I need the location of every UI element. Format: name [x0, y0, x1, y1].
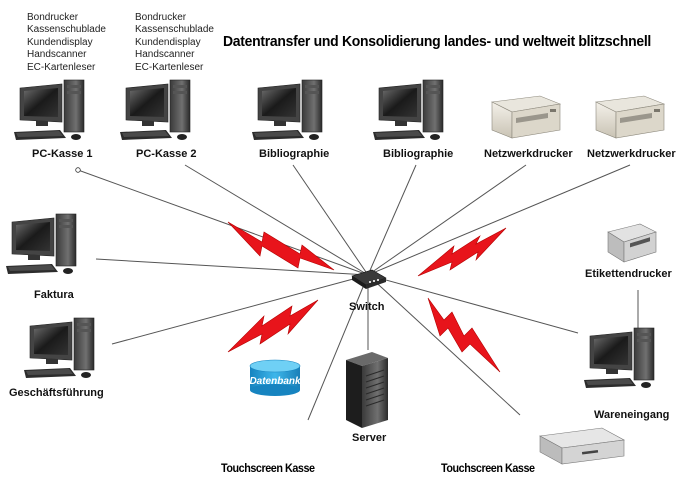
pc-kasse-1-icon — [13, 79, 85, 141]
diagram-title: Datentransfer und Konsolidierung landes-… — [223, 33, 652, 50]
peripherals-list-2: Bondrucker Kassenschublade Kundendisplay… — [135, 12, 214, 74]
peripheral-item: Bondrucker — [135, 12, 187, 23]
server-label: Server — [352, 432, 387, 444]
bibliographie-1-icon — [251, 79, 323, 141]
peripheral-item: Kassenschublade — [27, 24, 106, 36]
network-printer-1-label: Netzwerkdrucker — [484, 148, 573, 160]
peripheral-item: Bondrucker — [27, 12, 79, 23]
wareneingang-label: Wareneingang — [594, 409, 670, 421]
label-printer-icon — [607, 223, 657, 263]
switch-label: Switch — [349, 301, 385, 313]
server-icon — [346, 352, 388, 428]
touchscreen-kasse-1-label: Touchscreen Kasse — [221, 461, 315, 475]
network-printer-1-icon — [491, 95, 561, 139]
bibliographie-2-icon — [372, 79, 444, 141]
bibliographie-2-label: Bibliographie — [383, 148, 454, 160]
geschaeftsfuehrung-pc-icon — [23, 317, 95, 379]
faktura-label: Faktura — [34, 289, 74, 301]
database-label: Datenbank — [249, 376, 301, 387]
lightning-bolts — [227, 221, 507, 373]
peripheral-item: Kundendisplay — [27, 36, 93, 48]
cash-drawer-icon — [539, 427, 625, 465]
lightning-bolt-1 — [227, 221, 335, 271]
pc-kasse-2-icon — [119, 79, 191, 141]
faktura-pc-icon — [5, 213, 77, 275]
connection-endpoint — [75, 167, 81, 173]
network-printer-2-icon — [595, 95, 665, 139]
bibliographie-1-label: Bibliographie — [259, 148, 330, 160]
peripheral-item: EC-Kartenleser — [135, 61, 204, 73]
pc-kasse-2-label: PC-Kasse 2 — [136, 148, 197, 160]
network-printer-2-label: Netzwerkdrucker — [587, 148, 676, 160]
lightning-bolt-2 — [417, 227, 507, 277]
switch-icon — [351, 269, 387, 289]
touchscreen-kasse-2-label: Touchscreen Kasse — [441, 461, 535, 475]
peripheral-item: Kundendisplay — [135, 36, 201, 48]
peripheral-item: Kassenschublade — [135, 24, 214, 36]
wareneingang-pc-icon — [583, 327, 655, 389]
geschaeftsfuehrung-label: Geschäftsführung — [9, 387, 104, 399]
label-printer-label: Etikettendrucker — [585, 268, 672, 280]
peripheral-item: Handscanner — [135, 49, 195, 61]
pc-kasse-1-label: PC-Kasse 1 — [32, 148, 93, 160]
lightning-bolt-3 — [227, 299, 319, 353]
peripherals-list-1: Bondrucker Kassenschublade Kundendisplay… — [27, 12, 106, 74]
database-icon: Datenbank — [249, 359, 301, 396]
peripheral-item: Handscanner — [27, 49, 87, 61]
peripheral-item: EC-Kartenleser — [27, 61, 96, 73]
lightning-bolt-4 — [427, 297, 501, 373]
